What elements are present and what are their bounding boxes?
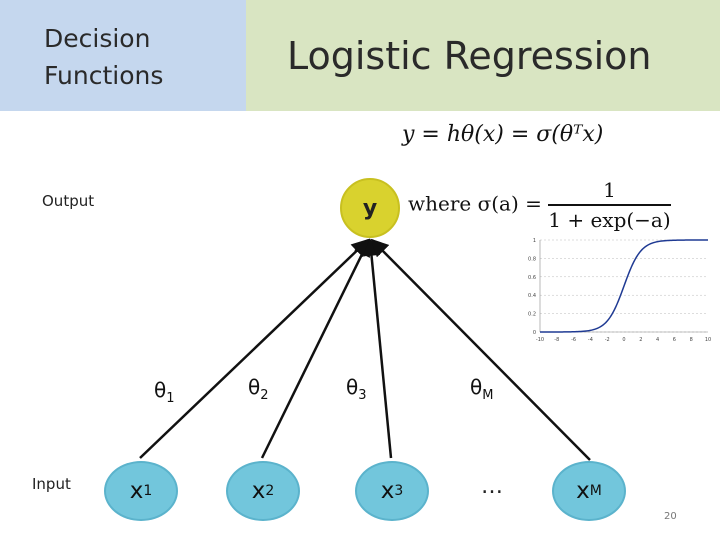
header-title-panel — [246, 0, 720, 111]
input-node-subscript: 2 — [265, 483, 275, 499]
model-equation: y = hθ(x) = σ(θᵀx) — [402, 122, 604, 147]
weight-thetaM: θM — [470, 375, 493, 403]
weight-subscript: M — [482, 388, 494, 403]
input-node-label: x — [380, 478, 395, 504]
input-node-label: x — [251, 478, 266, 504]
sigmoid-plot: 0 0.2 0.4 0.6 0.8 1 -10 -8 -6 -4 -2 0 2 4 6 8 10 — [528, 238, 711, 343]
weight-symbol: θ — [470, 375, 483, 399]
sigmoid-where-text: where σ(a) = — [408, 191, 542, 216]
sigmoid-x-tick-label: 10 — [705, 337, 711, 343]
input-node-subscript: 3 — [394, 483, 404, 499]
input-node-subscript: 1 — [143, 483, 153, 499]
sigmoid-y-tick-label: 0.6 — [528, 275, 536, 281]
input-layer-label: Input — [32, 475, 71, 493]
sigmoid-x-tick-label: 8 — [690, 337, 693, 343]
weight-symbol: θ — [346, 375, 359, 399]
output-node-y: y — [340, 178, 400, 238]
sigmoid-x-tick-label: -2 — [605, 337, 610, 343]
sigmoid-x-tick-label: 6 — [673, 337, 676, 343]
section-title: Decision Functions — [44, 20, 163, 94]
sigmoid-y-tick-label: 0 — [533, 330, 536, 336]
sigmoid-x-tick-label: -4 — [588, 337, 593, 343]
input-node-label: … — [481, 473, 503, 499]
weight-theta2: θ2 — [248, 375, 269, 403]
sigmoid-y-tick-label: 0.4 — [528, 293, 536, 299]
sigmoid-definition: where σ(a) = 1 1 + exp(−a) — [408, 178, 671, 232]
sigmoid-curve — [540, 239, 708, 333]
output-layer-label: Output — [42, 192, 95, 210]
sigmoid-x-tick-label: 4 — [656, 337, 659, 343]
input-node-label: x — [129, 478, 144, 504]
input-node-label: x — [576, 478, 590, 504]
weight-theta3: θ3 — [346, 375, 367, 403]
weight-theta1: θ1 — [154, 378, 175, 406]
slide-title: Logistic Regression — [287, 34, 652, 78]
sigmoid-x-tick-label: 0 — [622, 337, 625, 343]
section-title-line1: Decision — [44, 24, 151, 53]
weight-subscript: 3 — [358, 388, 367, 403]
sigmoid-denominator: 1 + exp(−a) — [548, 208, 671, 232]
sigmoid-x-ticks: -10 -8 -6 -4 -2 0 2 4 6 8 10 — [536, 337, 711, 343]
header-section-panel — [0, 0, 246, 111]
weight-symbol: θ — [154, 378, 167, 402]
sigmoid-y-tick-label: 0.8 — [528, 256, 536, 262]
sigmoid-fraction: 1 1 + exp(−a) — [548, 178, 671, 232]
weight-subscript: 2 — [260, 388, 269, 403]
weight-subscript: 1 — [166, 391, 175, 406]
input-node-ellipsis: … — [455, 466, 529, 506]
page-number: 20 — [664, 511, 677, 522]
section-title-line2: Functions — [44, 61, 164, 90]
sigmoid-x-tick-label: 2 — [639, 337, 642, 343]
connection-xM — [370, 238, 591, 461]
sigmoid-y-ticks: 0 0.2 0.4 0.6 0.8 1 — [528, 238, 536, 336]
sigmoid-y-tick-label: 1 — [533, 238, 536, 244]
sigmoid-x-tick-label: -10 — [536, 337, 544, 343]
sigmoid-x-tick-label: -6 — [571, 337, 576, 343]
sigmoid-y-tick-label: 0.2 — [528, 312, 536, 318]
sigmoid-numerator: 1 — [548, 178, 671, 206]
connection-x2 — [260, 238, 371, 459]
connection-x3 — [362, 238, 393, 459]
input-node-subscript: M — [589, 483, 602, 499]
weight-symbol: θ — [248, 375, 261, 399]
sigmoid-x-tick-label: -8 — [554, 337, 559, 343]
connection-x1 — [139, 238, 370, 459]
